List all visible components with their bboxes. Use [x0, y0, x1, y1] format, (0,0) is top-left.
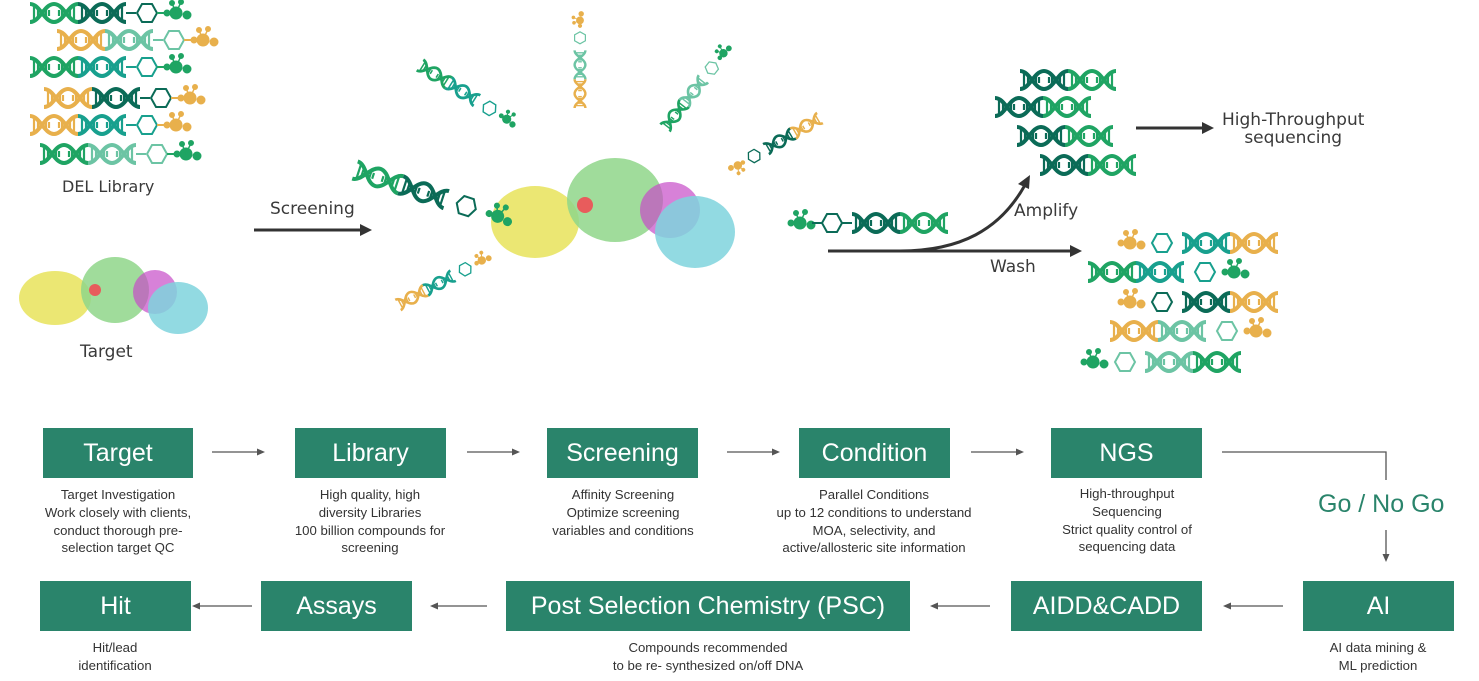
go-no-go-label: Go / No Go [1318, 490, 1445, 518]
step-screening-box: Screening [547, 428, 698, 478]
arrow-library-to-screening [467, 448, 520, 456]
sequencing-arrow [1136, 122, 1214, 134]
washed-strands-graphic [1080, 228, 1280, 373]
arrow-psc-to-assays [430, 602, 487, 610]
arrow-aidd-to-psc [930, 602, 990, 610]
target-label: Target [80, 342, 133, 362]
screening-arrow [254, 224, 372, 236]
step-psc-box: Post Selection Chemistry (PSC) [506, 581, 910, 631]
floating-strand [726, 111, 825, 179]
del-strand [28, 52, 192, 78]
wash-label: Wash [990, 257, 1036, 277]
step-target-box: Target [43, 428, 193, 478]
step-aidd-cadd-box: AIDD&CADD [1011, 581, 1202, 631]
wash-arrow [828, 245, 1082, 257]
sequencing-label-line1: High-Throughput [1222, 110, 1365, 130]
arrow-screening-to-condition [727, 448, 780, 456]
floating-strand [393, 247, 493, 312]
floating-strand [659, 39, 733, 133]
protein-complex-graphic [491, 158, 735, 268]
floating-strand [415, 58, 522, 129]
arrow-condition-to-ngs [971, 448, 1024, 456]
screening-label: Screening [270, 199, 355, 219]
del-strand [55, 25, 219, 51]
step-assays-box: Assays [261, 581, 412, 631]
amplify-label: Amplify [1014, 201, 1079, 221]
del-library-graphic [28, 0, 219, 165]
arrow-ai-to-aidd [1223, 602, 1283, 610]
step-hit-box: Hit [40, 581, 191, 631]
step-screening-description: Affinity Screening Optimize screening va… [552, 487, 694, 538]
amplify-arrow [899, 175, 1030, 253]
step-library-description: High quality, high diversity Libraries 1… [294, 487, 446, 556]
step-ngs-box: NGS [1051, 428, 1202, 478]
target-protein-graphic [19, 257, 208, 334]
arrow-target-to-library [212, 448, 265, 456]
step-hit-description: Hit/lead identification [78, 640, 152, 673]
del-strand [38, 139, 202, 165]
step-condition-box: Condition [799, 428, 950, 478]
step-library-box: Library [295, 428, 446, 478]
step-condition-description: Parallel Conditions up to 12 conditions … [776, 487, 972, 556]
del-strand [28, 0, 192, 24]
del-strand [28, 110, 192, 136]
amplified-dna-graphic [993, 69, 1138, 176]
step-ngs-description: High-throughput Sequencing Strict qualit… [1062, 486, 1192, 555]
del-library-label: DEL Library [62, 177, 155, 196]
step-psc-description: Compounds recommended to be re- synthesi… [612, 640, 804, 673]
illustration-canvas [19, 0, 1280, 373]
step-target-description: Target Investigation Work closely with c… [44, 487, 192, 556]
bound-strand [787, 208, 950, 234]
connector-ngs-to-decision [1222, 451, 1387, 480]
step-ai-box: AI [1303, 581, 1454, 631]
floating-strand [571, 10, 587, 110]
arrow-assays-to-hit [192, 602, 252, 610]
sequencing-label: High-Throughput sequencing [1222, 111, 1364, 147]
step-ai-description: AI data mining & ML prediction [1329, 640, 1427, 673]
sequencing-label-line2: sequencing [1244, 128, 1343, 148]
arrow-decision-to-ai [1382, 530, 1390, 562]
del-strand [42, 83, 206, 109]
